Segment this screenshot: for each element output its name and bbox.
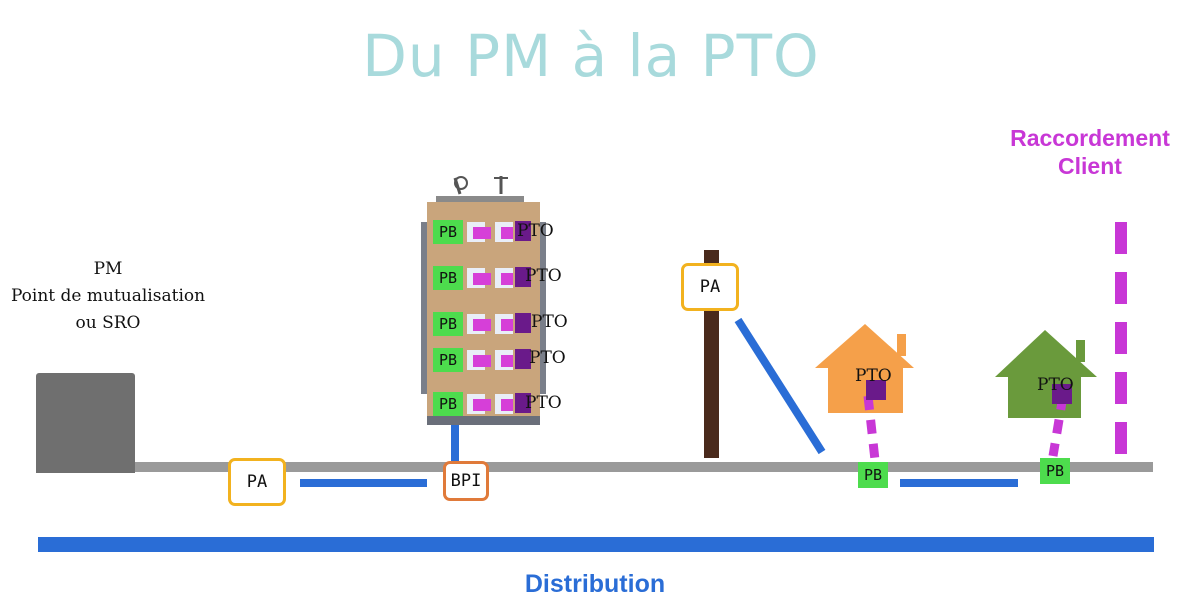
pto-box (515, 267, 531, 287)
pm-label: PM Point de mutualisation ou SRO (10, 256, 206, 337)
pto-label: PTO (525, 393, 562, 413)
window (473, 319, 491, 331)
window (473, 355, 491, 367)
window (501, 355, 513, 367)
pto-box (515, 393, 531, 413)
house-green (995, 330, 1097, 457)
window (473, 273, 491, 285)
cable-pb-pb (900, 479, 1018, 487)
window (501, 273, 513, 285)
pto-box (515, 221, 531, 241)
raccordement-client-label: Raccordement Client (998, 124, 1182, 180)
cable-pa-bpi (300, 479, 427, 487)
pm-cabinet (36, 373, 135, 473)
bpi-box: BPI (443, 461, 489, 501)
ground-line (135, 462, 1153, 472)
pb-badge: PB (433, 312, 463, 336)
window (473, 227, 491, 239)
pto-label: PTO (531, 312, 568, 332)
pa-box-ground: PA (228, 458, 286, 506)
pm-label-line2: Point de mutualisation (10, 286, 206, 306)
pto-label-orange-house: PTO (855, 366, 892, 386)
pb-badge: PB (433, 392, 463, 416)
window (473, 399, 491, 411)
distribution-label: Distribution (524, 570, 666, 598)
pb-badge: PB (433, 266, 463, 290)
cable-pole-diagonal (734, 317, 826, 455)
pm-label-line3: ou SRO (75, 313, 141, 333)
page-title: Du PM à la PTO (362, 22, 820, 90)
pto-box (515, 313, 531, 333)
pb-badge-orange-house: PB (858, 462, 888, 488)
pto-label: PTO (517, 221, 554, 241)
house-orange (815, 324, 914, 461)
pb-badge: PB (433, 348, 463, 372)
distribution-bar (38, 537, 1154, 552)
floor: PB PTO (433, 264, 563, 292)
pto-label-green-house: PTO (1037, 375, 1074, 395)
pto-box (515, 349, 531, 369)
pto-label: PTO (529, 348, 566, 368)
floor: PB PTO (433, 390, 563, 418)
building (421, 176, 546, 425)
cable-building (451, 424, 459, 466)
raccordement-line2: Client (1058, 153, 1122, 179)
floor: PB PTO (433, 310, 568, 338)
floor: PB PTO (433, 346, 566, 374)
pto-box-green-house (1052, 384, 1072, 404)
raccordement-line1: Raccordement (1010, 125, 1170, 151)
pb-badge: PB (433, 220, 463, 244)
pm-label-line1: PM (93, 259, 123, 279)
window (501, 227, 513, 239)
pb-badge-green-house: PB (1040, 458, 1070, 484)
pto-box-orange-house (866, 380, 886, 400)
pa-box-pole: PA (681, 263, 739, 311)
floor: PB PTO (433, 218, 563, 246)
window (501, 319, 513, 331)
pto-label: PTO (525, 266, 562, 286)
window (501, 399, 513, 411)
